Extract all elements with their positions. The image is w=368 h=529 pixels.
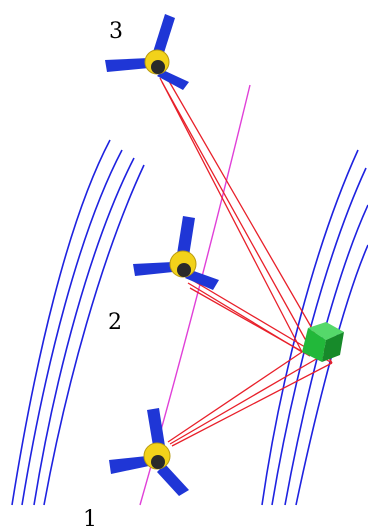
solar-panel: [105, 58, 149, 72]
signal-ray: [159, 77, 303, 353]
satellite-3: 3: [105, 14, 189, 90]
green-cube-receiver-icon: [302, 322, 344, 362]
satellite-2: 2: [108, 216, 219, 335]
signal-ray: [169, 357, 319, 445]
left-orbit-line: [33, 157, 135, 506]
receiver-side-face: [322, 332, 344, 362]
left-orbit-line: [21, 149, 123, 506]
right-orbit-line: [261, 149, 359, 506]
receiver-top-face: [308, 322, 344, 340]
solar-panel: [109, 456, 149, 474]
signal-ray: [171, 362, 333, 447]
satellite-core: [177, 263, 191, 277]
satellite-label-3: 3: [109, 19, 123, 44]
solar-panel: [177, 216, 195, 256]
left-orbit-line: [11, 139, 111, 506]
solar-panel: [153, 14, 175, 56]
satellite-icon: [109, 408, 189, 496]
satellite-label-1: 1: [83, 507, 97, 529]
right-orbit-line: [295, 244, 368, 506]
satellite-1: 1: [83, 408, 189, 529]
satellite-core: [151, 60, 165, 74]
solar-panel: [185, 270, 219, 290]
satellite-label-2: 2: [108, 310, 122, 335]
solar-panel: [147, 408, 165, 446]
signal-ray: [167, 351, 303, 443]
signal-ray: [189, 287, 311, 357]
right-orbit-line: [271, 167, 367, 506]
satellite-icon: [133, 216, 219, 290]
satellite-core: [151, 455, 165, 469]
signal-ray: [165, 75, 333, 364]
solar-panel: [157, 464, 189, 496]
receiver-front-face: [302, 328, 326, 362]
signal-ray: [161, 81, 315, 356]
solar-panel: [157, 70, 189, 90]
satellite-icon: [105, 14, 189, 90]
solar-panel: [133, 262, 173, 276]
left-orbit-line: [43, 164, 145, 506]
left-orbit-lines: [11, 139, 145, 506]
